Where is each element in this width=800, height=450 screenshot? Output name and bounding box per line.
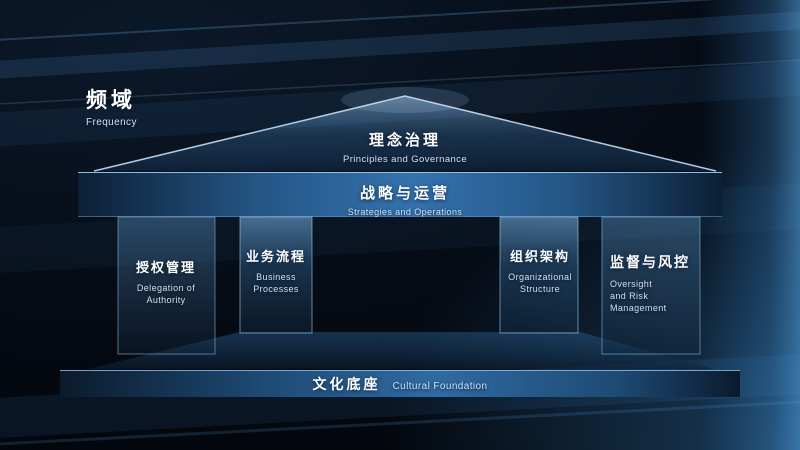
pillar-shape-2 — [239, 216, 313, 334]
foundation-shape — [60, 370, 740, 397]
pillar-shapes — [117, 216, 701, 355]
roof-shape — [94, 96, 716, 171]
pillar-shape-3 — [499, 216, 579, 334]
entablature-shape — [78, 172, 722, 217]
temple — [60, 87, 740, 397]
platform-shape — [88, 332, 714, 369]
pillar-shape-4 — [601, 216, 701, 355]
roof-edge-highlight — [93, 95, 717, 172]
pillar-shape-1 — [117, 216, 216, 355]
apex-glow — [341, 87, 469, 113]
